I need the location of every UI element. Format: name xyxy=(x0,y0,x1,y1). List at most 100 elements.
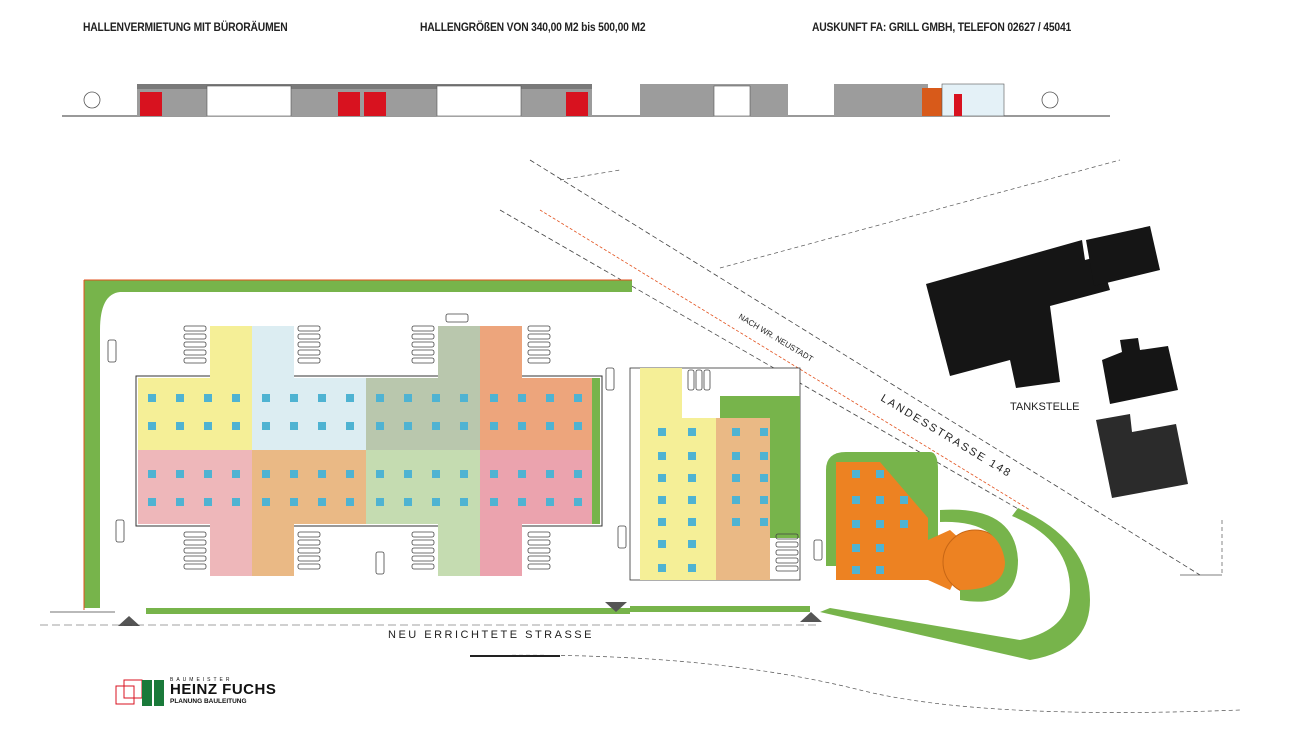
window xyxy=(318,470,326,478)
window xyxy=(262,498,270,506)
window xyxy=(852,544,860,552)
window xyxy=(658,474,666,482)
parking-car-outline xyxy=(297,341,321,348)
parking-car-outline xyxy=(695,369,703,391)
parking-car-outline xyxy=(297,325,321,332)
parking-car-outline xyxy=(411,547,435,554)
middle-hall-building xyxy=(629,367,801,581)
window xyxy=(518,470,526,478)
window xyxy=(658,496,666,504)
window xyxy=(148,422,156,430)
window xyxy=(518,498,526,506)
parking-car-outline xyxy=(183,555,207,562)
parking-car-outline xyxy=(115,519,125,543)
window xyxy=(432,422,440,430)
window xyxy=(148,498,156,506)
window xyxy=(546,498,554,506)
header-left-text: HALLENVERMIETUNG MIT BÜRORÄUMEN xyxy=(83,20,288,34)
window xyxy=(432,470,440,478)
window xyxy=(900,496,908,504)
window xyxy=(232,422,240,430)
window xyxy=(176,498,184,506)
office-building xyxy=(826,452,1018,602)
parking-car-outline xyxy=(605,367,615,391)
parking-car-outline xyxy=(297,349,321,356)
window xyxy=(404,498,412,506)
parking-car-outline xyxy=(183,539,207,546)
window xyxy=(432,498,440,506)
window xyxy=(760,428,768,436)
parking-car-outline xyxy=(775,541,799,548)
window xyxy=(176,470,184,478)
parking-car-outline xyxy=(411,531,435,538)
parking-car-outline xyxy=(813,539,823,561)
window xyxy=(546,470,554,478)
window xyxy=(658,452,666,460)
building-elevation xyxy=(62,83,1110,117)
window xyxy=(490,394,498,402)
window xyxy=(490,498,498,506)
parking-car-outline xyxy=(445,313,469,323)
window xyxy=(876,470,884,478)
window xyxy=(658,564,666,572)
window xyxy=(318,422,326,430)
window xyxy=(688,564,696,572)
window xyxy=(148,470,156,478)
window xyxy=(204,470,212,478)
parking-car-outline xyxy=(527,333,551,340)
parcel-boundary xyxy=(83,279,1090,660)
window xyxy=(732,452,740,460)
parking-car-outline xyxy=(297,547,321,554)
window xyxy=(732,428,740,436)
header-right-text: AUSKUNFT FA: GRILL GMBH, TELEFON 02627 /… xyxy=(812,20,1072,34)
window xyxy=(546,394,554,402)
parking-car-outline xyxy=(297,539,321,546)
window xyxy=(760,518,768,526)
window xyxy=(232,498,240,506)
architect-logo: BAUMEISTER HEINZ FUCHS PLANUNG BAULEITUN… xyxy=(112,676,287,728)
window xyxy=(376,498,384,506)
window xyxy=(460,394,468,402)
window xyxy=(876,544,884,552)
window xyxy=(518,422,526,430)
parking-car-outline xyxy=(411,349,435,356)
window xyxy=(490,470,498,478)
parking-car-outline xyxy=(183,547,207,554)
header-center-text: HALLENGRÖßEN VON 340,00 M2 bis 500,00 M2 xyxy=(420,20,646,34)
window xyxy=(490,422,498,430)
parking-car-outline xyxy=(183,357,207,364)
middle-hall-windows xyxy=(658,428,768,572)
parking-car-outline xyxy=(411,563,435,570)
road-direction-label: NACH WR. NEUSTADT xyxy=(737,312,815,364)
window xyxy=(376,422,384,430)
parking-car-outline xyxy=(183,325,207,332)
window xyxy=(460,422,468,430)
window xyxy=(262,470,270,478)
parking-spaces xyxy=(107,313,823,575)
window xyxy=(176,394,184,402)
parking-car-outline xyxy=(411,325,435,332)
window xyxy=(432,394,440,402)
parking-car-outline xyxy=(411,333,435,340)
window xyxy=(290,422,298,430)
window xyxy=(876,520,884,528)
window xyxy=(148,394,156,402)
parking-car-outline xyxy=(527,539,551,546)
window xyxy=(658,428,666,436)
parking-car-outline xyxy=(375,551,385,575)
window xyxy=(518,394,526,402)
parking-car-outline xyxy=(297,333,321,340)
window xyxy=(852,566,860,574)
window xyxy=(688,452,696,460)
window xyxy=(290,498,298,506)
window xyxy=(204,394,212,402)
neighbor-buildings xyxy=(926,226,1188,498)
parking-car-outline xyxy=(411,539,435,546)
window xyxy=(688,540,696,548)
window xyxy=(574,470,582,478)
window xyxy=(376,470,384,478)
window xyxy=(760,452,768,460)
window xyxy=(852,470,860,478)
parking-car-outline xyxy=(527,341,551,348)
